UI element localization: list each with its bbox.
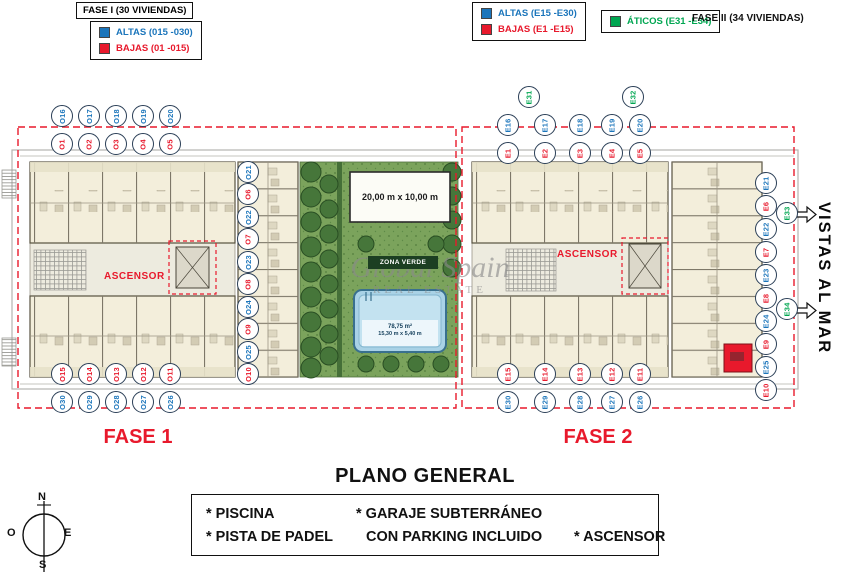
legend-fase2-aticos: ÁTICOS (E31 -E34) xyxy=(601,10,721,33)
entrance-steps-bottom xyxy=(1,337,17,367)
fase1-boundary xyxy=(17,126,457,409)
entrance-steps-top xyxy=(1,169,17,199)
vistas-al-mar-label: VISTAS AL MAR xyxy=(815,202,833,355)
compass-north: N xyxy=(38,491,46,503)
feature-garaje: * GARAJE SUBTERRÁNEO xyxy=(356,505,543,522)
features-box: * PISCINA * GARAJE SUBTERRÁNEO * PISTA D… xyxy=(191,494,665,556)
altas-color-swatch xyxy=(481,8,492,19)
fase2-elevator xyxy=(621,237,669,295)
utility-box xyxy=(723,343,753,373)
compass-south: S xyxy=(39,559,47,571)
legend-fase1-items: ALTAS (015 -030) BAJAS (01 -015) xyxy=(90,21,202,60)
legend-item-label: BAJAS (E1 -E15) xyxy=(498,24,574,35)
fase1-buildings xyxy=(29,161,299,378)
fase1-stairs xyxy=(33,249,87,291)
bajas-color-swatch xyxy=(481,24,492,35)
legend-item-label: ALTAS (015 -030) xyxy=(116,27,193,38)
compass-rose xyxy=(22,501,66,572)
legend-item-altas-f1: ALTAS (015 -030) xyxy=(99,27,193,38)
legend-fase2-title: FASE II (34 VIVIENDAS) xyxy=(692,13,804,24)
aticos-color-swatch xyxy=(610,16,621,27)
legend-item-label: BAJAS (01 -015) xyxy=(116,43,190,54)
feature-ascensor: * ASCENSOR xyxy=(574,528,666,545)
page-title: PLANO GENERAL xyxy=(335,465,515,487)
watermark-subtitle: REAL ESTATE xyxy=(373,284,487,296)
pool-dimensions: 15,30 m x 5,40 m xyxy=(378,331,422,338)
zona-verde-label: ZONA VERDE xyxy=(368,256,438,269)
altas-color-swatch xyxy=(99,27,110,38)
fase1-ascensor-label: ASCENSOR xyxy=(104,271,165,282)
legend-fase2-items: ALTAS (E15 -E30) BAJAS (E1 -E15) xyxy=(472,2,586,41)
legend-item-bajas-f1: BAJAS (01 -015) xyxy=(99,43,193,54)
fase1-label: FASE 1 xyxy=(103,426,173,448)
sea-view-arrow-bottom xyxy=(796,301,817,320)
fase2-stairs xyxy=(505,248,557,292)
feature-piscina: * PISCINA xyxy=(206,505,275,522)
sea-view-arrow-top xyxy=(796,205,817,224)
pool-labels: 78,75 m² 15,30 m x 5,40 m xyxy=(354,323,446,339)
legend-fase1-title: FASE I (30 VIVIENDAS) xyxy=(76,2,194,19)
fase2-label: FASE 2 xyxy=(563,426,633,448)
padel-court xyxy=(349,171,451,223)
pool xyxy=(353,289,447,353)
legend-item-bajas-f2: BAJAS (E1 -E15) xyxy=(481,24,577,35)
compass-east: E xyxy=(64,527,72,539)
fase2-ascensor-label: ASCENSOR xyxy=(557,249,618,260)
padel-court-dimensions: 20,00 m x 10,00 m xyxy=(361,192,439,202)
feature-parking: CON PARKING INCLUIDO xyxy=(366,528,543,545)
legend-item-label: ÁTICOS (E31 -E34) xyxy=(627,16,712,27)
legend-item-aticos-f2: ÁTICOS (E31 -E34) xyxy=(610,16,711,27)
legend-item-label: ALTAS (E15 -E30) xyxy=(498,8,577,19)
feature-spacer xyxy=(574,506,665,522)
compass-west: O xyxy=(7,527,16,539)
pool-area: 78,75 m² xyxy=(387,324,412,330)
legend-item-altas-f2: ALTAS (E15 -E30) xyxy=(481,8,577,19)
fase2-boundary xyxy=(461,126,795,409)
fase1-elevator xyxy=(168,240,217,295)
bajas-color-swatch xyxy=(99,43,110,54)
feature-pista-padel: * PISTA DE PADEL xyxy=(206,528,334,545)
